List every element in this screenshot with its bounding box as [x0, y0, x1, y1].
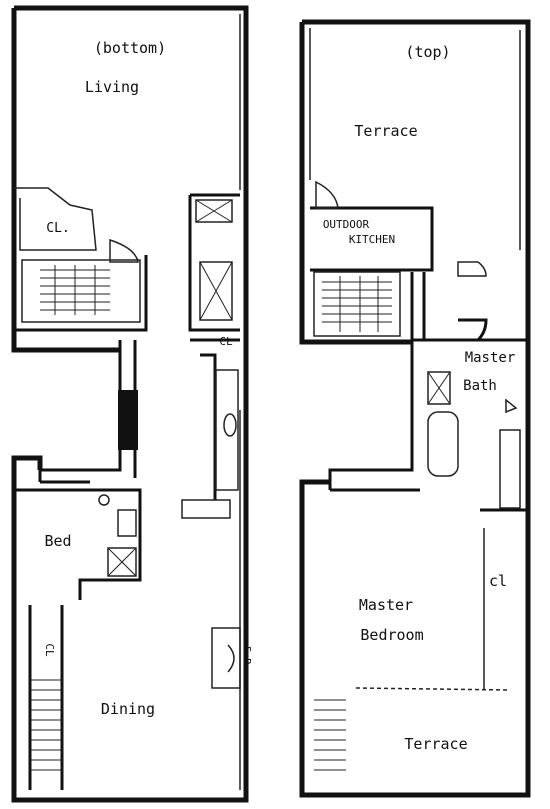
- bath-x-box: [427, 371, 451, 405]
- core-box-shaft: [199, 261, 233, 321]
- core-box-top: [195, 199, 233, 223]
- stair-treads-top: [322, 276, 392, 332]
- closet-wall: [14, 187, 97, 251]
- corridor-wall-dark: [118, 390, 138, 450]
- room-label-master-bedroom-2: Bedroom: [360, 626, 423, 644]
- bed-x-box: [107, 547, 137, 577]
- room-label-closet-2: CL: [219, 335, 233, 348]
- top-floor-title: (top): [405, 43, 450, 61]
- outdoor-kitchen-walls: [310, 206, 434, 272]
- bed-closet-box: [117, 509, 137, 537]
- bottom-floor: (bottom) Living CL. CL Bed CL Dining F.P…: [11, 5, 252, 803]
- bath-x-box-x2: [427, 371, 451, 405]
- fireplace-box: [211, 627, 241, 689]
- room-label-bed: Bed: [44, 532, 71, 550]
- top-floor: (top) Terrace OUTDOOR KITCHEN Master Bat…: [299, 19, 531, 798]
- room-label-outdoor: OUTDOOR: [323, 218, 370, 231]
- bathtub: [427, 411, 459, 477]
- room-label-dining: Dining: [101, 700, 155, 718]
- terrace-divider: [355, 687, 511, 691]
- room-label-master-bedroom-1: Master: [359, 596, 413, 614]
- room-label-terrace-lower: Terrace: [404, 735, 467, 753]
- terrace-door-swing: [457, 261, 487, 277]
- room-label-closet: CL.: [46, 221, 69, 236]
- room-label-closet-top: cl: [489, 572, 507, 590]
- bath-sink: [505, 398, 518, 414]
- bottom-floor-title: (bottom): [94, 39, 166, 57]
- outdoor-door-swing: [315, 180, 339, 209]
- room-label-master-bath-1: Master: [465, 350, 516, 366]
- kitchen-bench: [181, 499, 231, 519]
- stair-treads-bottom-top: [314, 699, 346, 771]
- stair-treads-dining: [30, 679, 62, 771]
- kitchen-sink: [223, 413, 237, 437]
- core-walls: [188, 193, 240, 500]
- room-label-master-bath-2: Bath: [463, 378, 497, 394]
- top-corridor-walls: [328, 272, 528, 490]
- room-label-fireplace: F.P.: [241, 646, 252, 670]
- room-label-terrace-upper: Terrace: [354, 122, 417, 140]
- core-box-top-x2: [195, 199, 233, 223]
- dining-stair-wall: [28, 605, 64, 790]
- bed-room-walls: [14, 480, 142, 600]
- stair-treads-living: [40, 265, 110, 315]
- room-label-living: Living: [85, 78, 139, 96]
- core-box-shaft-x2: [199, 261, 233, 321]
- bed-x-box-x2: [107, 547, 137, 577]
- kitchen-counter: [215, 369, 239, 491]
- vanity: [499, 429, 521, 509]
- top-outer-wall: [299, 19, 531, 798]
- bath-bottom-wall: [330, 488, 528, 512]
- fireplace-arc: [227, 644, 235, 673]
- stair-block-top: [313, 271, 401, 337]
- room-label-closet-3: CL: [43, 643, 56, 657]
- living-bottom-wall: [14, 255, 148, 352]
- room-label-kitchen: KITCHEN: [349, 233, 395, 246]
- toilet: [98, 494, 110, 506]
- stair-block-living: [21, 259, 141, 323]
- closet-door-swing: [109, 238, 139, 263]
